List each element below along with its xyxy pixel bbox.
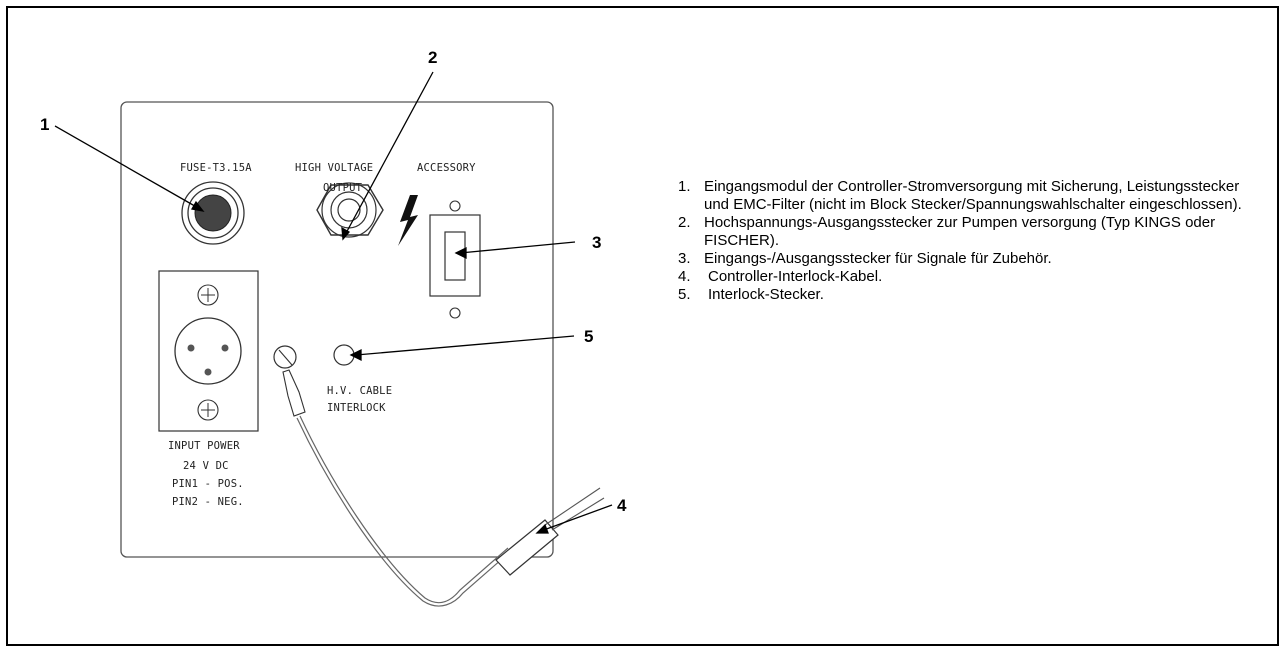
pin1-label: PIN1 - POS. xyxy=(172,478,244,490)
callout-5: 5 xyxy=(584,327,593,346)
pin2-label: PIN2 - NEG. xyxy=(172,496,244,508)
rear-panel xyxy=(120,101,554,558)
callout-4: 4 xyxy=(617,496,627,515)
fuse-holder xyxy=(181,181,245,245)
callout-2: 2 xyxy=(428,48,437,67)
callout-3: 3 xyxy=(592,233,601,252)
hv-label-line2: OUTPUT xyxy=(323,182,363,194)
accessory-label: ACCESSORY xyxy=(417,162,476,174)
lightning-bolt-icon xyxy=(398,195,418,246)
hv-cable-label-line2: INTERLOCK xyxy=(327,402,386,414)
voltage-label: 24 V DC xyxy=(183,460,229,472)
high-voltage-connector xyxy=(316,182,384,238)
input-power-label: INPUT POWER xyxy=(168,440,240,452)
legend-item-1: 1.Eingangsmodul der Controller-Stromvers… xyxy=(678,178,1242,213)
interlock-cable xyxy=(273,345,605,607)
legend-item-5: 5.Interlock-Stecker. xyxy=(678,286,824,303)
legend-list: 1.Eingangsmodul der Controller-Stromvers… xyxy=(678,178,1268,304)
figure-frame xyxy=(6,6,1279,646)
legend-item-4: 4.Controller-Interlock-Kabel. xyxy=(678,268,883,285)
hv-label-line1: HIGH VOLTAGE xyxy=(295,162,373,174)
input-power-connector xyxy=(158,270,259,432)
hv-cable-label-line1: H.V. CABLE xyxy=(327,385,392,397)
accessory-connector xyxy=(429,200,481,319)
callout-1: 1 xyxy=(40,115,49,134)
fuse-label: FUSE-T3.15A xyxy=(180,162,252,174)
legend-item-2: 2.Hochspannungs-Ausgangsstecker zur Pump… xyxy=(678,214,1216,249)
legend-item-3: 3.Eingangs-/Ausgangsstecker für Signale … xyxy=(678,250,1052,267)
